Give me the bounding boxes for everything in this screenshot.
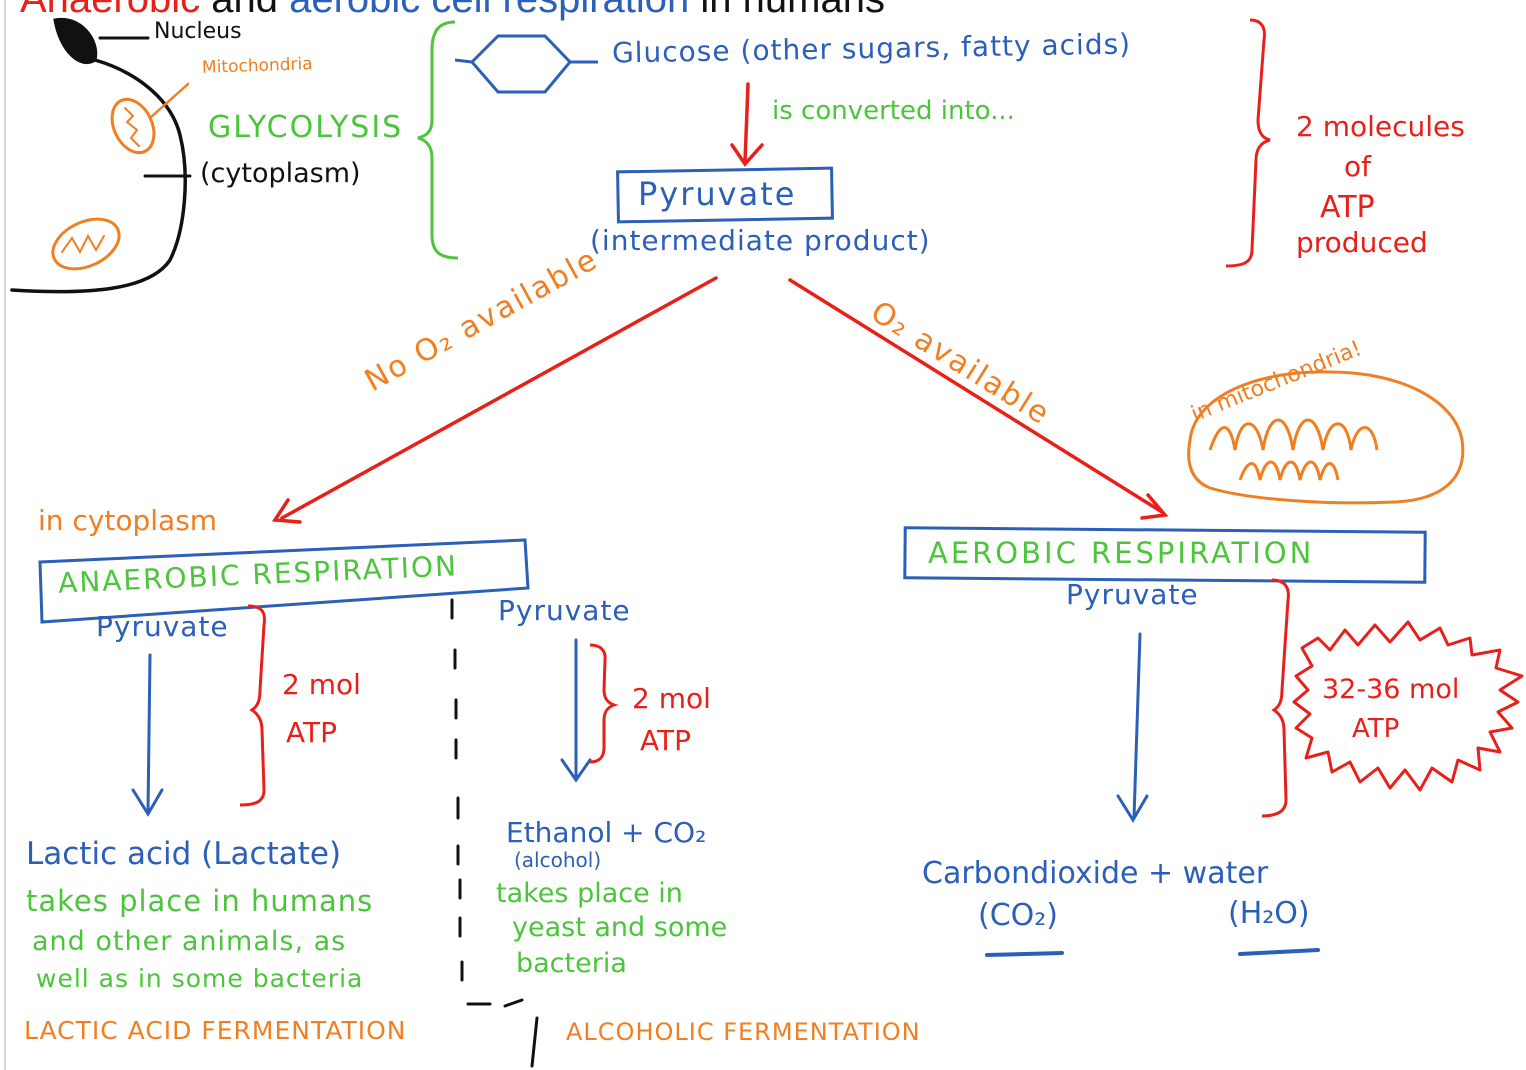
aerobic-header-box — [903, 526, 1427, 584]
glycolysis-label: GLYCOLYSIS — [208, 110, 404, 145]
intermediate-label: (intermediate product) — [590, 224, 931, 257]
aerobic-arrow — [1116, 632, 1149, 823]
h2o-label: (H₂O) — [1228, 896, 1310, 931]
cytoplasm-label: (cytoplasm) — [200, 158, 361, 189]
glycolysis-atp-line4: produced — [1296, 226, 1428, 259]
ethanol-desc-1: takes place in — [496, 878, 683, 909]
atp-brace-top — [1225, 18, 1271, 268]
ethanol-pyruvate-label: Pyruvate — [498, 594, 631, 627]
cell-sketch — [10, 17, 192, 294]
lactic-atp-brace — [239, 604, 266, 807]
h2o-underline — [1238, 948, 1320, 956]
pyruvate-box — [616, 166, 834, 224]
ethanol-product-label: Ethanol + CO₂ — [506, 816, 707, 849]
ethanol-desc-3: bacteria — [516, 948, 627, 979]
glycolysis-atp-line3: ATP — [1320, 190, 1375, 225]
pyruvate-label: Pyruvate — [638, 175, 797, 213]
in-cytoplasm-label: in cytoplasm — [38, 504, 218, 537]
ethanol-atp-label: ATP — [640, 724, 691, 757]
aerobic-product-label: Carbondioxide + water — [922, 856, 1269, 891]
title-anaerobic: Anaerobic — [20, 0, 200, 21]
co2-underline — [985, 951, 1064, 957]
aerobic-mol-label: 32-36 mol — [1322, 674, 1460, 705]
ethanol-atp-brace — [589, 643, 619, 764]
glycolysis-atp-line1: 2 molecules — [1296, 110, 1465, 143]
lactic-desc-1: takes place in humans — [26, 884, 374, 918]
lactic-desc-3: well as in some bacteria — [36, 964, 364, 993]
mito-pointer — [148, 82, 190, 120]
anaerobic-header-box — [38, 538, 530, 624]
lactic-fermentation-label: LACTIC ACID FERMENTATION — [24, 1016, 407, 1045]
glycolysis-atp-line2: of — [1344, 150, 1371, 183]
title-humans: in humans — [689, 0, 885, 21]
alcohol-label: (alcohol) — [514, 848, 602, 872]
glucose-hexagon — [454, 34, 598, 94]
branch-arrows — [271, 276, 1169, 524]
nucleus-shape — [53, 17, 98, 64]
lactic-product-label: Lactic acid (Lactate) — [26, 836, 342, 872]
mitochondria-label: Mitochondria — [201, 54, 313, 78]
converted-label: is converted into... — [772, 96, 1015, 126]
aerobic-atp-label: ATP — [1352, 714, 1400, 744]
ethanol-desc-2: yeast and some — [512, 912, 728, 943]
glucose-arrow — [730, 82, 764, 167]
aerobic-header: AEROBIC RESPIRATION — [928, 536, 1315, 570]
ethanol-arrow — [560, 638, 592, 783]
fermentation-divider — [450, 598, 539, 1068]
lactic-arrow — [131, 653, 164, 817]
ethanol-mol-label: 2 mol — [632, 682, 711, 715]
lactic-mol-label: 2 mol — [282, 668, 361, 701]
o2-arrow — [788, 278, 1164, 514]
no-o2-arrow — [280, 276, 718, 520]
mitochondrion-large — [1187, 370, 1465, 505]
aerobic-atp-brace — [1261, 578, 1290, 818]
mitochondrion-small-2 — [51, 217, 121, 271]
glycolysis-brace — [417, 20, 459, 260]
lactic-pyruvate-label: Pyruvate — [96, 610, 229, 643]
lactic-desc-2: and other animals, as — [32, 926, 347, 957]
nucleus-label: Nucleus — [154, 19, 242, 44]
page-title: Anaerobic and aerobic cell respiration i… — [20, 0, 885, 20]
co2-label: (CO₂) — [978, 898, 1058, 933]
atp-starburst — [1292, 620, 1524, 792]
cell-membrane — [10, 58, 187, 294]
title-aerobic: aerobic cell respiration — [289, 0, 689, 21]
alcoholic-fermentation-label: ALCOHOLIC FERMENTATION — [566, 1018, 921, 1046]
title-and: and — [200, 0, 289, 21]
lactic-atp-label: ATP — [286, 716, 337, 749]
aerobic-pyruvate-label: Pyruvate — [1066, 578, 1199, 611]
